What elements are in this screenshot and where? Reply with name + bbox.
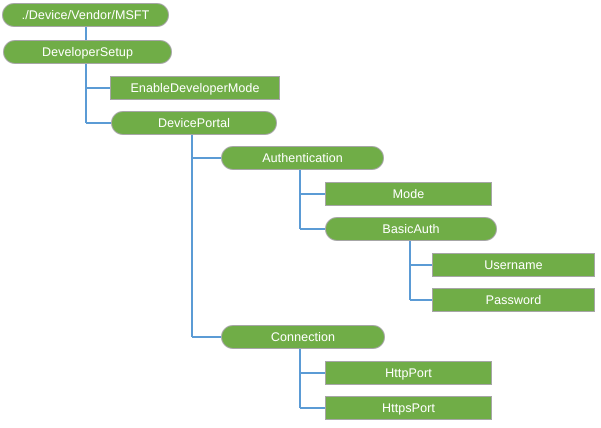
tree-node-label: Authentication	[262, 150, 343, 165]
tree-node-label: DeveloperSetup	[41, 44, 134, 59]
tree-node-label: Password	[485, 292, 542, 307]
tree-node-httpport[interactable]: HttpPort	[325, 361, 492, 385]
tree-node-label: DevicePortal	[157, 115, 231, 130]
tree-node-authentication[interactable]: Authentication	[221, 146, 384, 170]
tree-node-developersetup[interactable]: DeveloperSetup	[3, 40, 172, 64]
tree-node-basicauth[interactable]: BasicAuth	[325, 217, 497, 241]
tree-node-label: Username	[484, 257, 543, 272]
tree-node-deviceportal[interactable]: DevicePortal	[111, 111, 277, 135]
tree-node-label: Connection	[270, 329, 336, 344]
tree-node-root[interactable]: ./Device/Vendor/MSFT	[2, 3, 169, 27]
tree-node-label: ./Device/Vendor/MSFT	[21, 7, 150, 22]
tree-node-password[interactable]: Password	[432, 288, 595, 312]
tree-node-label: Mode	[392, 186, 425, 201]
tree-node-username[interactable]: Username	[432, 253, 595, 277]
tree-node-mode[interactable]: Mode	[325, 182, 492, 206]
tree-node-label: BasicAuth	[382, 221, 440, 236]
tree-node-httpsport[interactable]: HttpsPort	[325, 396, 492, 420]
tree-node-label: HttpsPort	[382, 400, 435, 415]
tree-node-connection[interactable]: Connection	[221, 325, 385, 349]
tree-node-label: HttpPort	[385, 365, 432, 380]
tree-node-label: EnableDeveloperMode	[130, 80, 260, 95]
tree-node-enabledevelopermode[interactable]: EnableDeveloperMode	[110, 76, 280, 100]
